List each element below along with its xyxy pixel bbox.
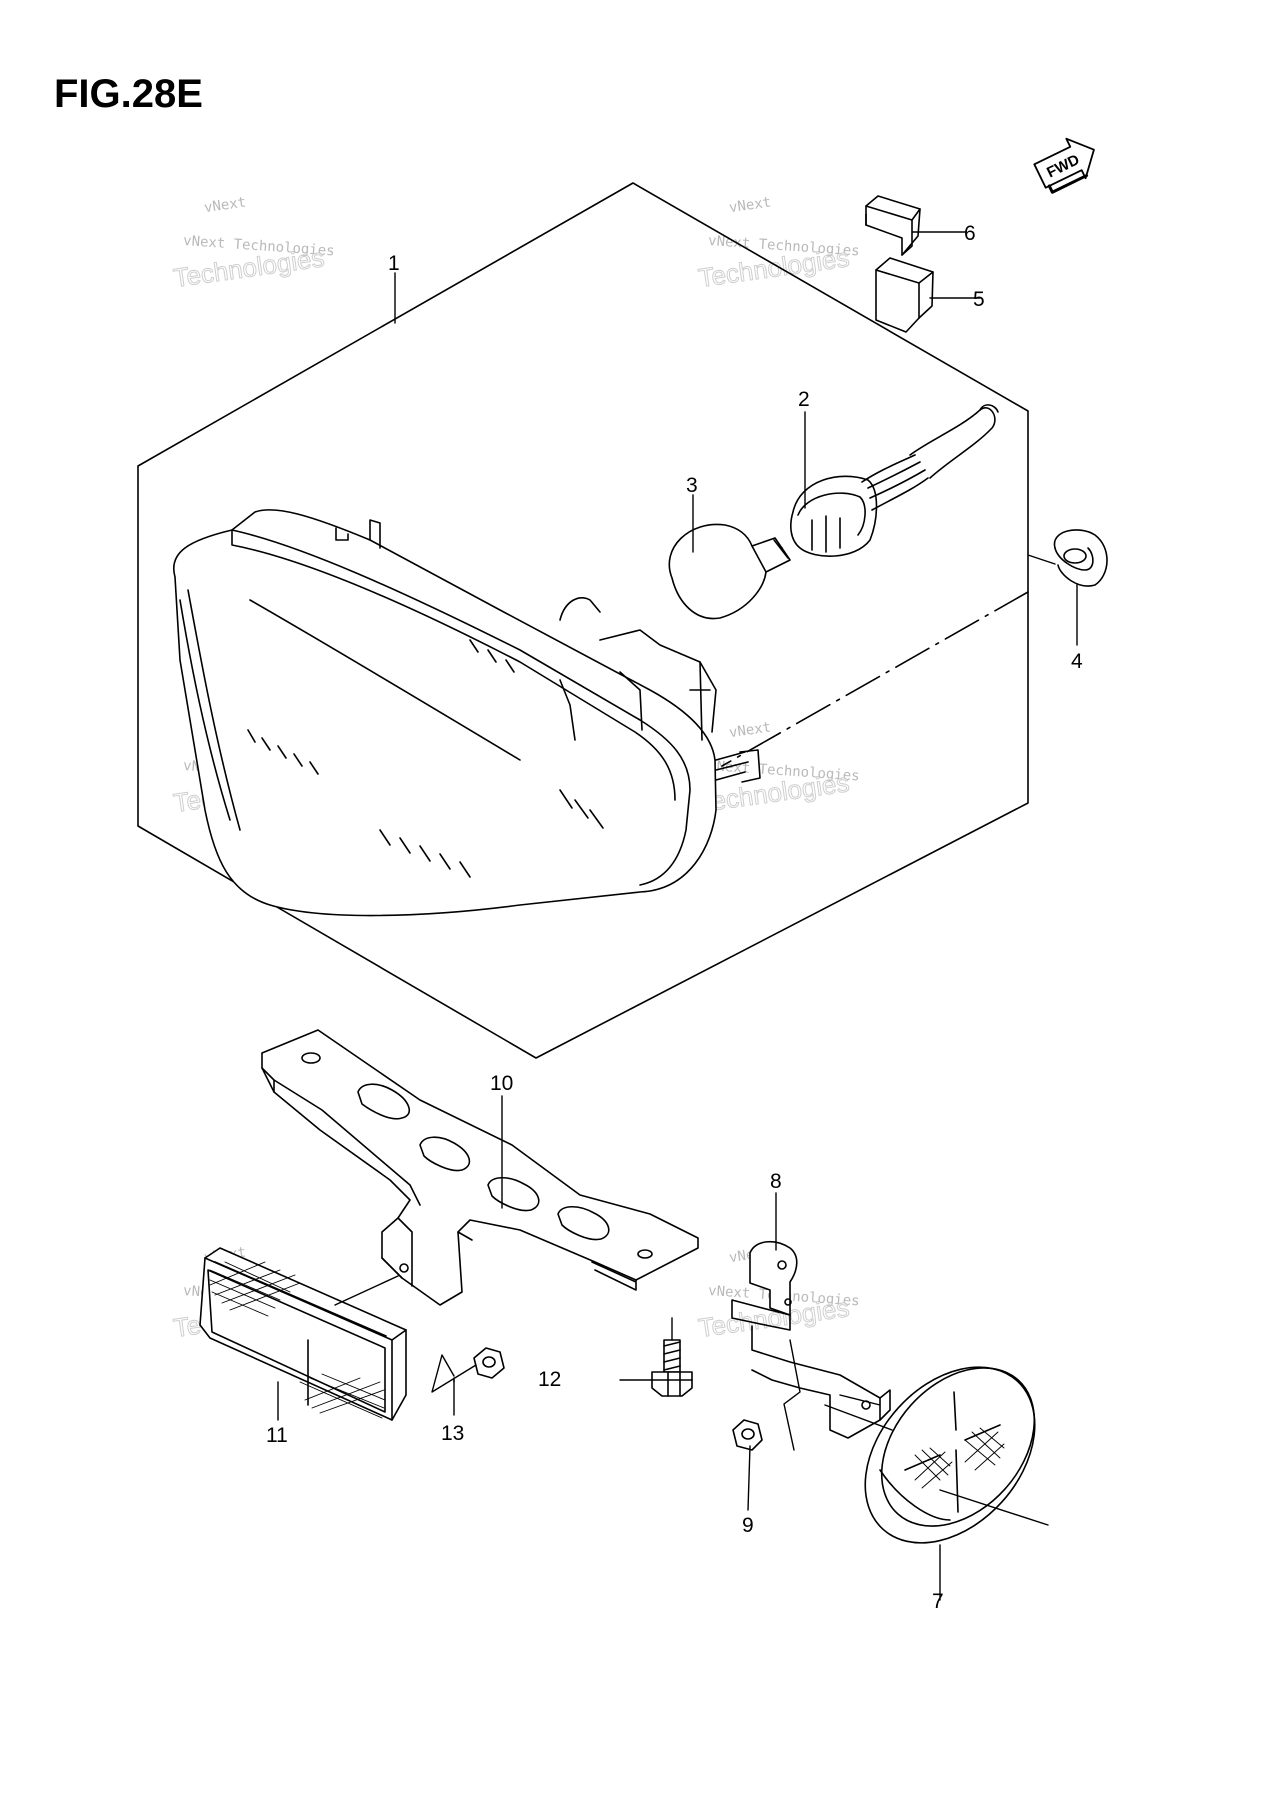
figure-title: FIG.28E [54,72,203,116]
callout-11: 11 [266,1424,288,1447]
callouts: 1 2 3 4 5 6 7 8 9 10 11 12 13 [266,222,1083,1613]
reflector-hatch [209,1261,386,1419]
callout-9: 9 [742,1514,754,1537]
part-1-tail-lamp [172,509,761,917]
part-11-rect-reflector [199,1247,407,1421]
part-12-bolt [651,1339,693,1397]
callout-8: 8 [770,1170,782,1193]
callout-13: 13 [441,1422,464,1445]
callout-5: 5 [973,288,985,311]
part-6-cube [865,195,921,256]
part-7-round-reflector [864,1366,1036,1544]
part-9-nut [732,1419,763,1451]
part-8-small-bracket [731,1240,891,1439]
callout-12: 12 [538,1368,561,1391]
svg-text:vNext: vNext [728,194,772,216]
watermark-2: vNext vNext Technologies Technologies [696,194,860,293]
part-13-nut [473,1347,505,1379]
leader-lines [277,231,1078,1601]
part-5-cube [875,257,934,333]
watermark-1: vNext vNext Technologies Technologies [171,194,335,293]
callout-6: 6 [964,222,976,245]
part-2-bulb-socket [790,404,999,557]
fwd-direction-badge: FWD [1033,137,1095,194]
part-4-grommet [1053,529,1108,587]
assembly-outline-box [137,182,1029,1059]
assembly-centerline [721,591,1029,767]
svg-text:vNext: vNext [728,719,772,741]
callout-4: 4 [1071,650,1083,673]
part-3-bulb [668,523,791,620]
callout-7: 7 [932,1590,944,1613]
callout-3: 3 [686,474,698,497]
round-reflector-hatch [914,1427,1005,1489]
callout-1: 1 [388,252,400,275]
svg-text:vNext: vNext [203,194,247,216]
part-10-bracket [261,1029,699,1306]
callout-10: 10 [490,1072,513,1095]
callout-2: 2 [798,388,810,411]
